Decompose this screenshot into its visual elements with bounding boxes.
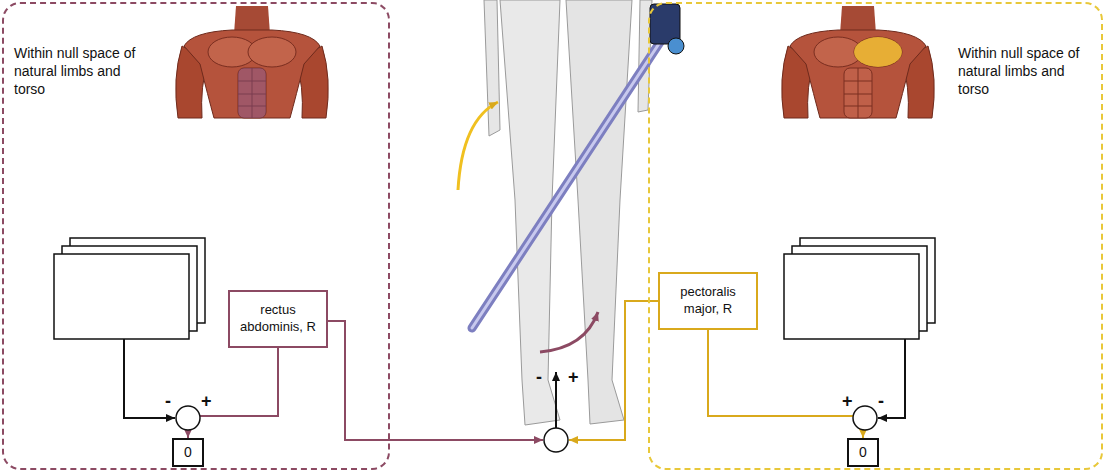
null-space-region: Within null space of natural limbs and t…	[2, 2, 390, 470]
zero-output-box: 0	[847, 438, 879, 467]
muscle-box: pectoralis major, R	[658, 272, 758, 330]
sign-label: +	[568, 368, 579, 386]
summing-junction	[853, 406, 877, 430]
box-label: 0	[859, 443, 867, 461]
signal-connector	[708, 330, 863, 438]
signal-connector	[188, 348, 278, 438]
muscle-box: rectus abdominis, R	[228, 290, 328, 348]
box-label: 0	[184, 443, 192, 461]
sign-label: +	[842, 392, 853, 410]
region-heading: Within null space of natural limbs and t…	[958, 44, 1082, 99]
sign-label: -	[536, 368, 542, 386]
box-label: rectus abdominis, R	[233, 302, 323, 336]
box-label: pectoralis major, R	[663, 284, 753, 318]
summing-junction	[176, 406, 200, 430]
summing-junction	[544, 428, 568, 452]
sign-label: -	[878, 392, 884, 410]
sign-label: -	[165, 392, 171, 410]
null-space-region: Within null space of natural limbs and t…	[648, 2, 1103, 470]
sign-label: +	[201, 392, 212, 410]
zero-output-box: 0	[172, 438, 204, 467]
region-heading: Within null space of natural limbs and t…	[14, 44, 138, 99]
